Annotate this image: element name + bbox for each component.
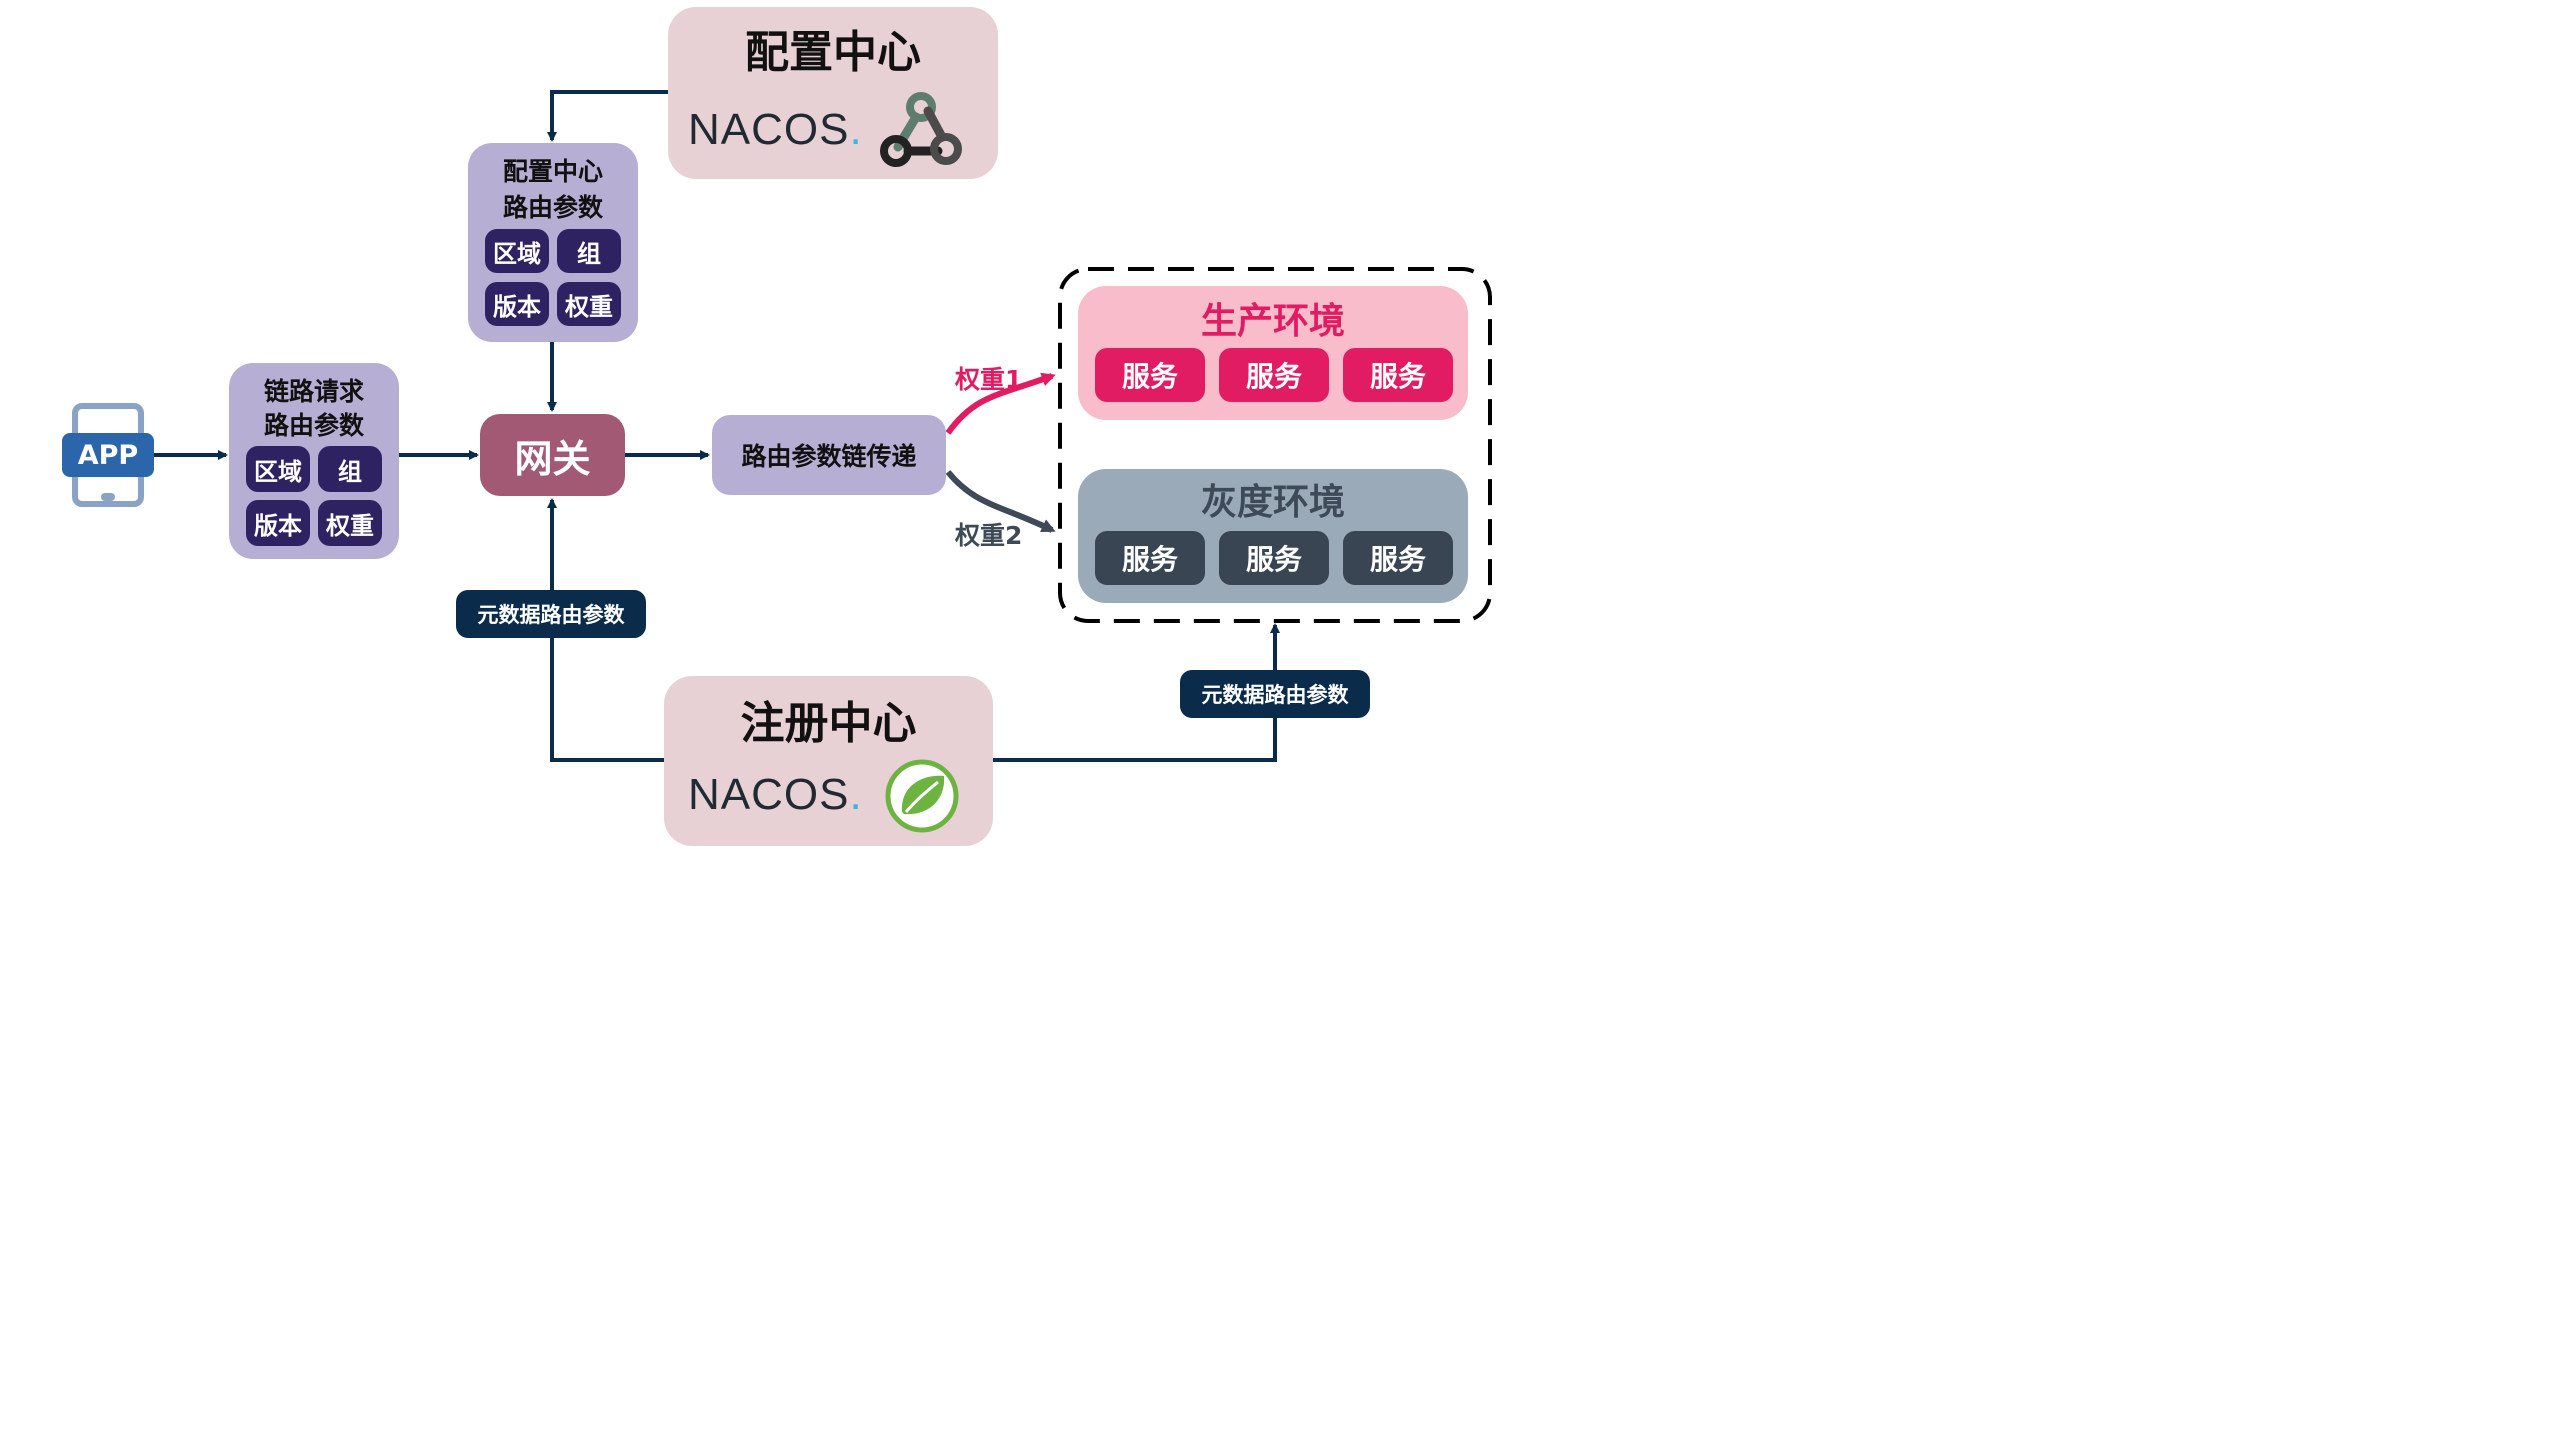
connector-layer — [153, 90, 1492, 762]
weight2-label: 权重2 — [955, 521, 1023, 550]
param-chip-version: 版本 — [485, 282, 549, 326]
metadata-label-left: 元数据路由参数 — [456, 590, 646, 638]
config-route-params-box: 配置中心 路由参数 区域 组 版本 权重 — [468, 143, 638, 342]
app-label: APP — [62, 433, 154, 477]
gray-service-1: 服务 — [1095, 531, 1205, 585]
tablet-home-button — [101, 493, 115, 501]
config-params-title-line2: 路由参数 — [502, 193, 603, 222]
webhook-icon — [880, 92, 962, 167]
param-passing-box: 路由参数链传递 — [712, 415, 946, 495]
config-params-title-line1: 配置中心 — [502, 157, 603, 186]
link-params-title-line1: 链路请求 — [263, 377, 364, 406]
nacos-logo: NACOS. — [688, 770, 863, 819]
arrow-config-to-params — [547, 90, 668, 142]
arrow-weight1 — [945, 372, 1056, 435]
tablet-icon: APP — [62, 403, 154, 507]
gray-env-panel: 灰度环境 服务 服务 服务 — [1078, 469, 1468, 603]
metadata-label-right: 元数据路由参数 — [1180, 670, 1370, 718]
nacos-logo: NACOS. — [688, 105, 863, 154]
weight1-label: 权重1 — [955, 365, 1023, 394]
prod-service-2: 服务 — [1219, 348, 1329, 402]
gateway-box: 网关 — [480, 414, 625, 496]
param-chip-group: 组 — [318, 446, 382, 492]
spring-leaf-icon — [885, 759, 959, 833]
param-chip-weight: 权重 — [557, 282, 621, 326]
param-chip-weight: 权重 — [318, 500, 382, 546]
param-chip-group: 组 — [557, 229, 621, 273]
config-center-title: 配置中心 — [745, 27, 921, 78]
gray-env-title: 灰度环境 — [1200, 482, 1345, 523]
prod-env-panel: 生产环境 服务 服务 服务 — [1078, 286, 1468, 420]
param-chip-region: 区域 — [246, 446, 310, 492]
arrow-weight2 — [945, 470, 1056, 533]
prod-service-3: 服务 — [1343, 348, 1453, 402]
link-request-params-box: 链路请求 路由参数 区域 组 版本 权重 — [229, 363, 399, 559]
prod-service-1: 服务 — [1095, 348, 1205, 402]
arrow-registry-to-gateway — [547, 498, 664, 762]
param-chip-version: 版本 — [246, 500, 310, 546]
env-group-dashed-border — [1058, 267, 1492, 623]
config-center-box: 配置中心 NACOS. — [668, 7, 998, 179]
param-chip-region: 区域 — [485, 229, 549, 273]
registry-center-box: 注册中心 NACOS. — [664, 676, 993, 846]
link-params-title-line2: 路由参数 — [263, 411, 364, 440]
prod-env-title: 生产环境 — [1200, 301, 1345, 342]
registry-center-title: 注册中心 — [740, 698, 917, 749]
gray-service-2: 服务 — [1219, 531, 1329, 585]
gray-service-3: 服务 — [1343, 531, 1453, 585]
